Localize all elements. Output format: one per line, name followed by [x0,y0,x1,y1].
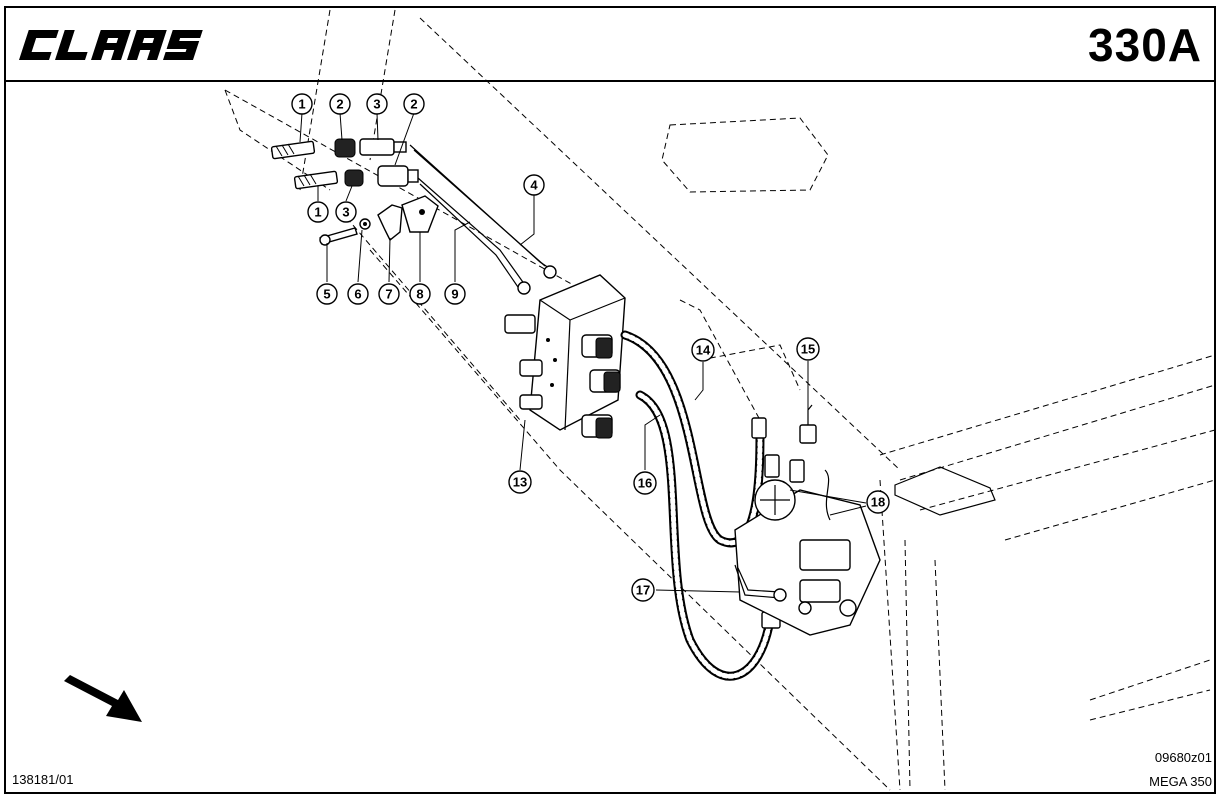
callout-label: 3 [373,97,380,112]
callout-label: 14 [696,343,711,358]
callout-label: 18 [871,495,885,510]
callout-7: 7 [378,283,400,305]
direction-arrow-icon [60,675,142,722]
callout-3-lower: 3 [335,201,357,223]
callout-2-second: 2 [403,93,425,115]
callout-6: 6 [347,283,369,305]
callout-18: 18 [866,490,890,514]
callout-1-upper: 1 [291,93,313,115]
machine-outline [224,9,1216,791]
page-code: 330A [1088,19,1202,71]
valve-block [504,274,626,439]
callout-label: 15 [801,342,815,357]
callout-label: 13 [513,475,527,490]
callout-label: 17 [636,583,650,598]
page-frame [4,6,1216,794]
callout-1-lower: 1 [307,201,329,223]
claas-logo [19,30,203,60]
hoses [620,330,781,681]
callout-label: 16 [638,476,652,491]
pipes [409,144,557,295]
callout-label: 2 [410,97,417,112]
clamp-assembly [319,195,439,246]
callout-label: 6 [354,287,361,302]
callout-label: 2 [336,97,343,112]
callout-label: 4 [530,178,538,193]
callout-label: 3 [342,205,349,220]
callout-label: 5 [323,287,330,302]
callout-17: 17 [631,578,655,602]
header-divider [4,80,1216,82]
fittings-upper [270,138,419,190]
callout-label: 1 [314,205,321,220]
callout-3-upper: 3 [366,93,388,115]
callout-4: 4 [523,174,545,196]
callout-14: 14 [691,338,715,362]
callout-13: 13 [508,470,532,494]
callout-2-upper: 2 [329,93,351,115]
callout-5: 5 [316,283,338,305]
leader-lines [299,112,867,593]
callout-label: 8 [416,287,423,302]
callout-16: 16 [633,471,657,495]
callout-label: 7 [385,287,392,302]
callout-8: 8 [409,283,431,305]
callout-label: 9 [451,287,458,302]
callout-9: 9 [444,283,466,305]
motor-assembly [734,404,881,636]
callout-label: 1 [298,97,305,112]
model-name: MEGA 350 [1149,774,1212,789]
callout-15: 15 [796,337,820,361]
drawing-reference-right: 09680z01 [1154,750,1212,765]
drawing-reference-left: 138181/01 [12,772,74,787]
